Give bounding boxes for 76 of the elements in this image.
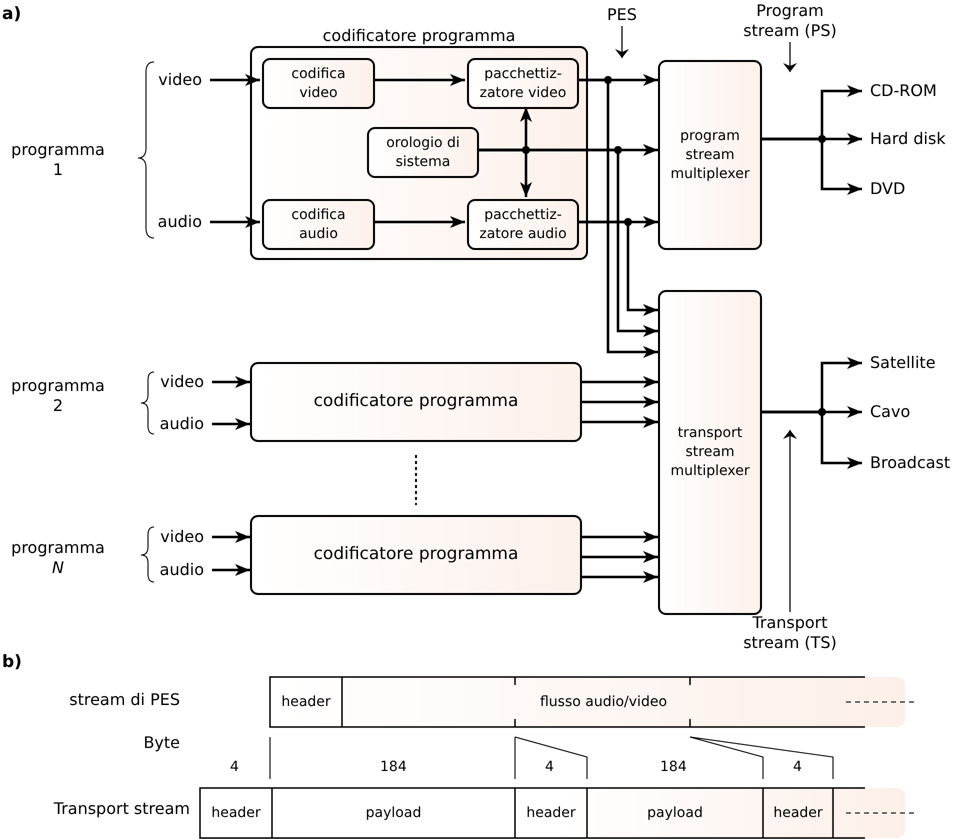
cell-label: header [281,692,331,712]
box-label: codifica audio [290,206,347,244]
process-box [262,58,375,109]
process-box [250,515,582,595]
process-box [658,290,762,615]
arrow [577,220,658,316]
arrow [582,396,658,408]
arrow [762,410,862,469]
arrow [762,138,862,195]
box-label: codificatore programma [314,390,518,414]
callout-text: Transport stream (TS) [735,612,845,654]
cell-label: header [211,804,261,822]
leader-arrow [615,26,629,58]
process-box [467,199,579,250]
arrow [582,551,658,563]
signal-label: DVD [862,176,922,202]
leader-arrow [783,430,797,612]
arrow [582,376,658,388]
text-label: stream di PES [68,690,180,710]
process-box [658,60,762,250]
callout-text: PES [602,4,642,26]
text-label: 4 [230,758,239,777]
arrow [582,416,658,428]
arrow [212,531,250,543]
box-label: pacchettiz- zatore video [478,64,568,102]
group-title: codificatore programma [322,25,516,47]
text-label: Byte [142,733,180,753]
arrow [212,564,250,576]
cell-label: payload [366,804,422,822]
signal-label: Satellite [862,350,957,376]
cell-label: flusso audio/video [540,692,668,712]
text-label: Transport stream [52,799,190,819]
arrow [212,376,250,388]
panel-letter: b) [2,652,22,672]
arrow [212,418,250,430]
box-label: pacchettiz- zatore audio [478,206,568,244]
box-label: codificatore programma [314,543,518,566]
arrow [210,74,260,86]
process-box [262,199,375,250]
arrow [210,216,260,228]
text-label: programma 1 [10,140,106,180]
signal-label: audio [160,412,212,436]
cell-label: header [526,804,576,822]
arrow [373,216,465,228]
signal-label: video [160,370,212,394]
text-label: programma 2 [10,376,106,416]
arrow [477,148,658,337]
arrow [582,531,658,543]
text-label: 184 [660,758,687,777]
arrow [577,78,658,358]
process-box [250,362,582,442]
signal-label: CD-ROM [862,78,957,104]
signal-label: video [158,68,210,92]
text-label: 4 [793,758,802,777]
leader-arrow [783,42,797,72]
signal-label: video [160,525,212,549]
arrow [373,74,465,86]
signal-label: Hard disk [862,126,962,152]
text-label: 4 [545,758,554,777]
box-label: codifica video [290,64,347,102]
text-label: 184 [380,758,407,777]
signal-label: audio [160,558,212,582]
text-label: programma N [10,538,106,578]
signal-label: audio [158,210,210,234]
process-box [467,58,579,109]
callout-text: Program stream (PS) [735,0,845,42]
process-box [367,127,479,178]
box-label: transport stream multiplexer [669,424,751,481]
box-label: orologio di sistema [385,134,461,172]
box-label: program stream multiplexer [669,126,751,184]
cell-label: payload [647,804,703,822]
panel-letter: a) [2,4,22,24]
arrow [582,571,658,583]
signal-label: Broadcast [862,450,967,476]
signal-label: Cavo [862,399,922,425]
cell-label: header [773,804,823,822]
